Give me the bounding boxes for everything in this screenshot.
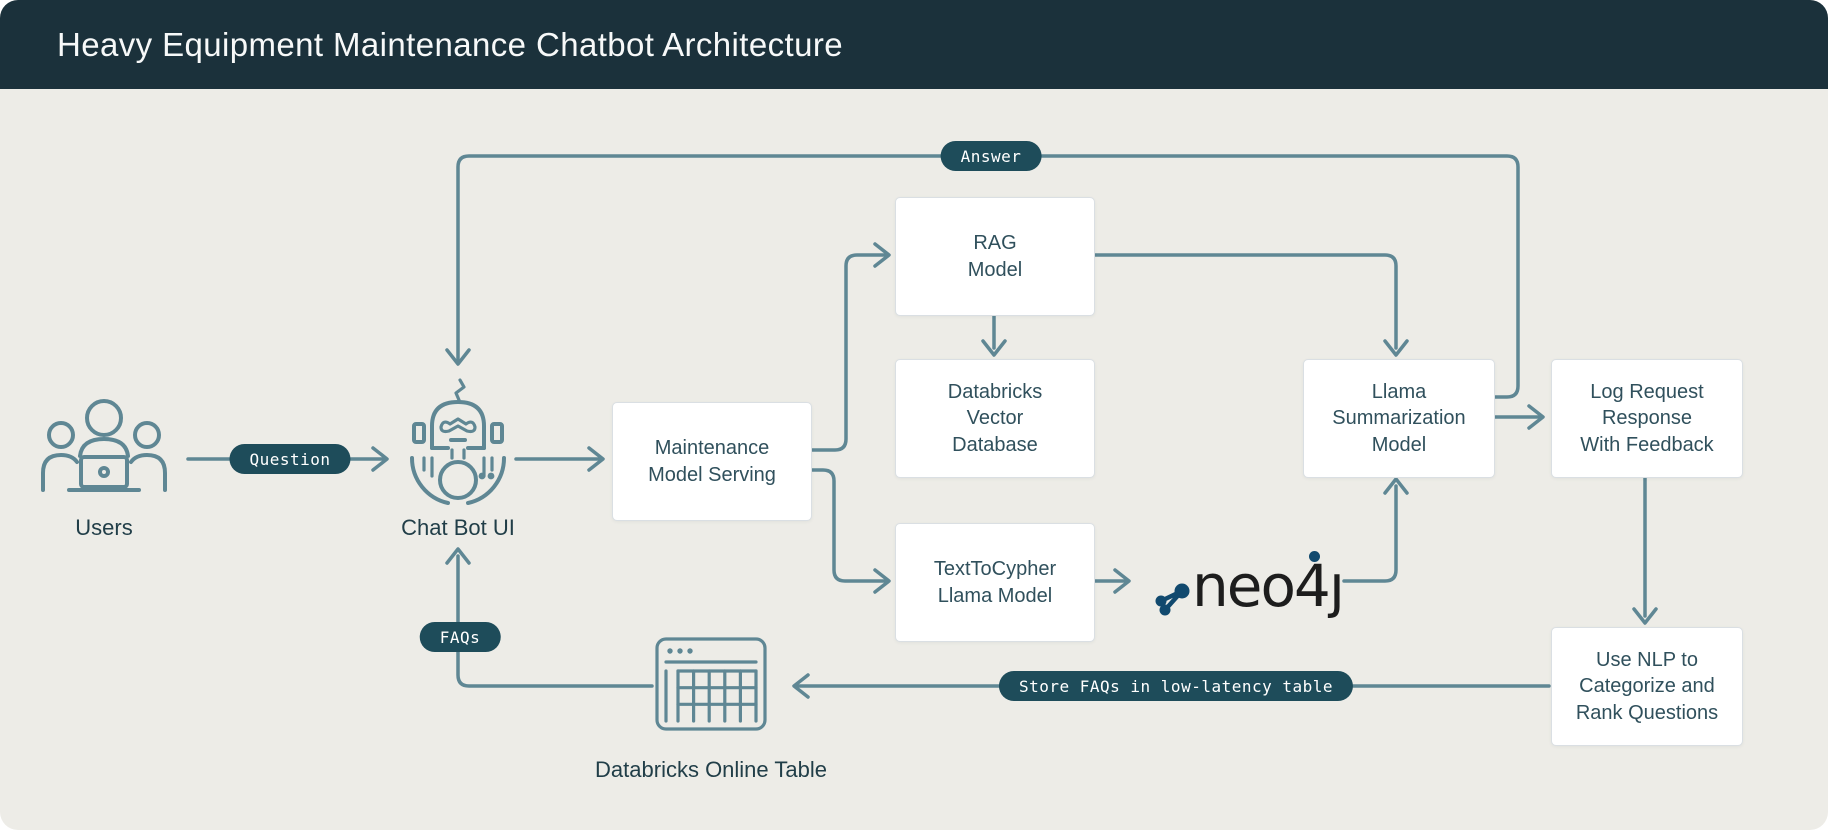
box-label: Llama Summarization Model bbox=[1332, 380, 1466, 456]
box-maintenance-model-serving: Maintenance Model Serving bbox=[612, 402, 812, 521]
wire-answer-loop bbox=[445, 154, 1520, 399]
box-label: Maintenance Model Serving bbox=[648, 436, 776, 486]
header-bar: Heavy Equipment Maintenance Chatbot Arch… bbox=[0, 0, 1828, 89]
chatbot-caption: Chat Bot UI bbox=[401, 515, 515, 540]
wire-rag-to-llama-top bbox=[1093, 253, 1409, 357]
wire-chatbot-to-maintenance bbox=[514, 446, 605, 472]
box-use-nlp: Use NLP to Categorize and Rank Questions bbox=[1551, 627, 1743, 746]
box-rag-model: RAG Model bbox=[895, 197, 1095, 316]
wire-llama-to-log bbox=[1491, 404, 1545, 430]
wire-rag-to-vectordb bbox=[981, 314, 1007, 357]
neo4j-logo: neo4ȷ bbox=[1146, 542, 1356, 626]
wire-log-to-nlp bbox=[1632, 475, 1658, 625]
users-caption: Users bbox=[75, 515, 133, 540]
neo4j-graph-icon bbox=[1155, 583, 1190, 616]
chatbot-icon bbox=[406, 378, 510, 510]
users-icon bbox=[36, 398, 172, 498]
neo4j-wordmark: neo4ȷ bbox=[1192, 552, 1345, 620]
wire-online-table-to-chatbot bbox=[445, 547, 654, 688]
wire-maintenance-to-texttocypher bbox=[808, 468, 891, 594]
box-log-request-response: Log Request Response With Feedback bbox=[1551, 359, 1743, 478]
box-label: Use NLP to Categorize and Rank Questions bbox=[1575, 648, 1719, 724]
box-label: Databricks Vector Database bbox=[947, 380, 1043, 456]
pill-store-faqs: Store FAQs in low-latency table bbox=[998, 671, 1354, 701]
wire-maintenance-to-rag bbox=[808, 242, 891, 452]
neo4j-j-dot bbox=[1309, 551, 1320, 562]
box-label: Log Request Response With Feedback bbox=[1580, 380, 1714, 456]
online-table-icon bbox=[655, 637, 767, 731]
box-label: RAG Model bbox=[967, 231, 1023, 281]
online-table-caption: Databricks Online Table bbox=[595, 757, 827, 782]
pill-faqs: FAQs bbox=[419, 622, 501, 652]
box-texttocypher-llama-model: TextToCypher Llama Model bbox=[895, 523, 1095, 642]
pill-question: Question bbox=[229, 444, 351, 474]
pill-answer: Answer bbox=[940, 141, 1042, 171]
wire-texttocypher-to-neo4j bbox=[1093, 568, 1131, 594]
wire-neo4j-to-llama-bottom bbox=[1342, 477, 1409, 583]
page-title: Heavy Equipment Maintenance Chatbot Arch… bbox=[57, 25, 843, 63]
box-llama-summarization-model: Llama Summarization Model bbox=[1303, 359, 1495, 478]
box-databricks-vector-database: Databricks Vector Database bbox=[895, 359, 1095, 478]
box-label: TextToCypher Llama Model bbox=[933, 557, 1057, 607]
